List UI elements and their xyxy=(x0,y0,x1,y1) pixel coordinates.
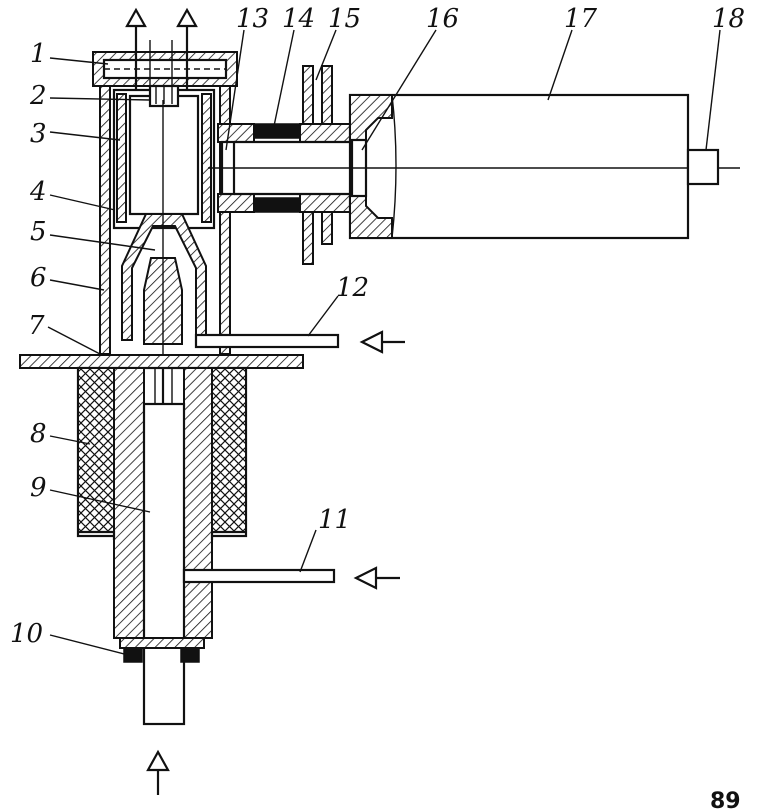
label-13: 13 xyxy=(236,4,269,34)
seal-rings xyxy=(119,637,205,663)
label-1: 1 xyxy=(30,39,47,69)
label-10: 10 xyxy=(10,619,43,649)
label-12: 12 xyxy=(336,273,369,303)
label-14: 14 xyxy=(282,4,315,34)
nozzle-cone xyxy=(121,100,207,400)
flange xyxy=(19,354,304,369)
inner-chamber xyxy=(112,84,216,230)
leader-lines xyxy=(47,29,721,656)
label-6: 6 xyxy=(30,263,47,293)
label-9: 9 xyxy=(30,473,47,503)
exhaust-arrows xyxy=(125,7,198,95)
connector xyxy=(686,148,720,186)
part-labels: 1 2 3 4 5 6 7 8 9 10 11 12 13 14 15 16 1… xyxy=(10,4,745,649)
inlet-pipe-lower xyxy=(182,566,400,590)
page-number: 89 xyxy=(710,789,741,811)
label-4: 4 xyxy=(29,177,47,207)
label-18: 18 xyxy=(712,4,745,34)
bottom-inlet-arrow xyxy=(146,749,170,795)
label-11: 11 xyxy=(318,505,351,535)
label-7: 7 xyxy=(28,311,45,341)
side-window xyxy=(217,65,351,265)
instrument-housing xyxy=(208,93,740,240)
central-tube xyxy=(142,368,186,726)
label-17: 17 xyxy=(564,4,598,34)
label-8: 8 xyxy=(30,419,47,449)
top-cap xyxy=(92,51,238,87)
inlet-pipe-upper xyxy=(194,330,405,354)
label-3: 3 xyxy=(30,119,47,149)
label-15: 15 xyxy=(328,4,361,34)
label-2: 2 xyxy=(29,81,47,111)
label-16: 16 xyxy=(426,4,459,34)
label-5: 5 xyxy=(30,217,47,247)
